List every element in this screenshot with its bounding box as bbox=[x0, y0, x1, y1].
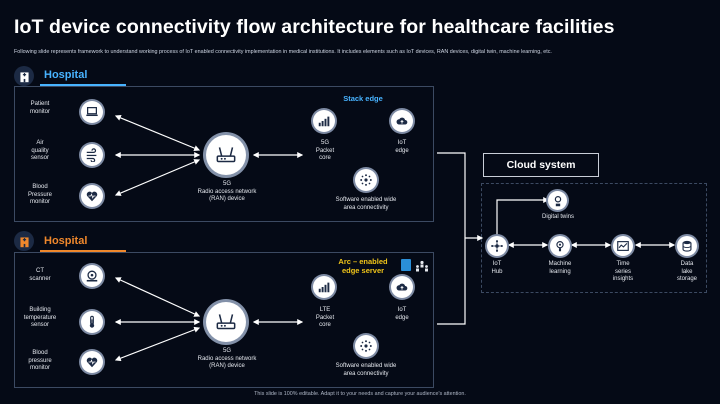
packet-core-label-1: 5G Packet core bbox=[315, 140, 335, 161]
people-icon bbox=[414, 259, 430, 272]
time-series-label: Time series insights bbox=[612, 261, 634, 282]
ct-scanner-icon bbox=[81, 265, 103, 287]
link-hub-digital-twins bbox=[496, 197, 550, 237]
packet-core-icon-2 bbox=[313, 276, 335, 298]
iot-hub-icon bbox=[487, 236, 507, 256]
machine-learning-label: Machine learning bbox=[548, 261, 572, 275]
bracket-to-cloud bbox=[437, 152, 466, 325]
stack-edge-title: Stack edge bbox=[343, 94, 383, 103]
network-icon-1 bbox=[355, 169, 377, 191]
digital-twins-label: Digital twins bbox=[541, 214, 574, 220]
wide-area-label-1: Software enabled wide area connectivity bbox=[335, 197, 397, 211]
laptop-icon bbox=[81, 101, 103, 123]
cloud-system-title: Cloud system bbox=[483, 153, 599, 177]
packet-core-label-2: LTE Packet core bbox=[315, 307, 335, 328]
blood-pressure-icon bbox=[81, 185, 103, 207]
cloud-upload-icon-1 bbox=[391, 110, 413, 132]
page-title: IoT device connectivity flow architectur… bbox=[14, 16, 615, 38]
ran-label-2: 5G Radio access network (RAN) device bbox=[197, 348, 257, 369]
page-subtitle: Following slide represents framework to … bbox=[14, 49, 552, 55]
ran-device-icon-1 bbox=[206, 135, 246, 175]
machine-learning-icon bbox=[550, 236, 570, 256]
wide-area-label-2: Software enabled wide area connectivity bbox=[335, 363, 397, 377]
device-label-temp-sensor: Building temperature sensor bbox=[23, 307, 57, 328]
hospital-2-underline bbox=[40, 250, 126, 252]
hospital-1-title: Hospital bbox=[44, 69, 88, 81]
link-bp-monitor-1 bbox=[114, 159, 201, 196]
iot-hub-label: IoT Hub bbox=[491, 261, 503, 275]
link-patient-monitor bbox=[114, 115, 201, 151]
packet-core-icon-1 bbox=[313, 110, 335, 132]
cloud-system-panel bbox=[481, 183, 707, 293]
hospital-building-icon-2 bbox=[14, 231, 34, 251]
iot-edge-label-2: IoT edge bbox=[395, 307, 409, 321]
device-label-bp-monitor: Blood Pressure monitor bbox=[27, 184, 52, 205]
link-ct-scanner bbox=[114, 277, 201, 317]
arc-edge-server-title: Arc – enabled edge server bbox=[338, 257, 388, 275]
digital-twins-icon bbox=[548, 191, 567, 210]
thermometer-icon bbox=[81, 311, 103, 333]
hospital-1-underline bbox=[40, 84, 126, 86]
data-lake-label: Data lake storage bbox=[676, 261, 697, 282]
air-sensor-icon bbox=[81, 144, 103, 166]
device-label-ct-scanner: CT scanner bbox=[29, 268, 51, 282]
time-series-icon bbox=[613, 236, 633, 256]
data-lake-icon bbox=[677, 236, 697, 256]
cloud-upload-icon-2 bbox=[391, 276, 413, 298]
ran-device-icon-2 bbox=[206, 302, 246, 342]
hospital-2-panel bbox=[14, 252, 434, 388]
iot-edge-label-1: IoT edge bbox=[395, 140, 409, 154]
ran-label-1: 5G Radio access network (RAN) device bbox=[197, 181, 257, 202]
server-icon bbox=[401, 259, 411, 271]
hospital-building-icon bbox=[14, 66, 34, 86]
link-bp-monitor-2 bbox=[114, 326, 201, 362]
network-icon-2 bbox=[355, 335, 377, 357]
device-label-patient-monitor: Patient monitor bbox=[29, 101, 50, 115]
footer-note: This slide is 100% editable. Adapt it to… bbox=[254, 391, 466, 397]
device-label-bp-monitor-2: Blood pressure monitor bbox=[28, 350, 52, 371]
hospital-1-panel bbox=[14, 86, 434, 222]
blood-pressure-icon-2 bbox=[81, 351, 103, 373]
device-label-air-quality: Air quality sensor bbox=[30, 140, 49, 161]
hospital-2-title: Hospital bbox=[44, 235, 88, 247]
